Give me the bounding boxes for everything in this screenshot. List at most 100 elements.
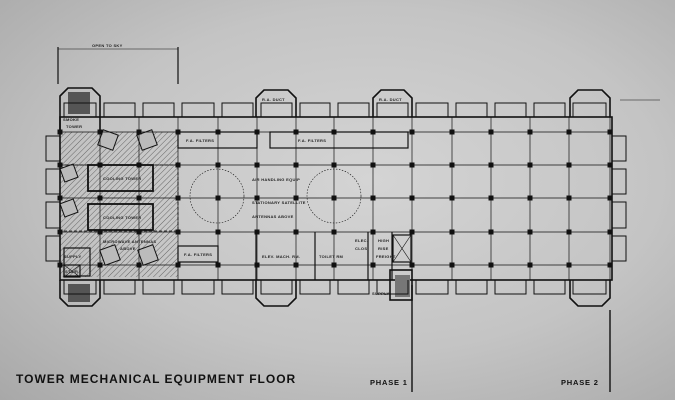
column xyxy=(97,162,103,168)
column xyxy=(527,162,533,168)
column xyxy=(331,262,337,268)
window-bay xyxy=(181,102,215,117)
label-high-3: FREIGHT xyxy=(376,254,396,259)
label-fa-filters-3: F.A. FILTERS xyxy=(184,252,212,257)
column xyxy=(293,229,299,235)
column xyxy=(97,262,103,268)
column xyxy=(293,195,299,201)
column xyxy=(566,162,572,168)
label-fa-filters-1: F.A. FILTERS xyxy=(186,138,214,143)
column xyxy=(370,195,376,201)
column xyxy=(254,129,260,135)
window-bay xyxy=(612,168,627,195)
column xyxy=(293,262,299,268)
window-bay xyxy=(572,102,607,117)
column xyxy=(57,262,63,268)
column xyxy=(409,162,415,168)
label-stair: STAIR xyxy=(65,269,78,274)
column xyxy=(254,229,260,235)
column xyxy=(409,195,415,201)
column xyxy=(136,195,142,201)
window-bay xyxy=(612,135,627,162)
label-open-to-sky: OPEN TO SKY xyxy=(92,43,123,48)
label-cooling-tower-1: COOLING TOWER xyxy=(103,176,142,181)
label-ra-duct-1: R.A. DUCT xyxy=(262,97,285,102)
window-bay xyxy=(572,280,607,295)
microwave-antennas xyxy=(59,129,159,266)
window-bay xyxy=(221,102,254,117)
window-bay xyxy=(612,201,627,229)
phase-1-label: PHASE 1 xyxy=(370,378,408,387)
window-bay xyxy=(415,280,449,295)
label-cooling-tower-2: COOLING TOWER xyxy=(103,215,142,220)
window-bay xyxy=(455,280,488,295)
column xyxy=(136,162,142,168)
label-ra-duct-2: R.A. DUCT xyxy=(379,97,402,102)
label-smoke: SMOKE xyxy=(63,117,79,122)
column xyxy=(215,195,221,201)
window-bay xyxy=(612,235,627,262)
room-labels: OPEN TO SKY SMOKE TOWER COOLING TOWER CO… xyxy=(63,43,402,296)
window-bay xyxy=(45,201,60,229)
column xyxy=(254,195,260,201)
column xyxy=(293,129,299,135)
column xyxy=(370,129,376,135)
window-bay xyxy=(533,102,566,117)
label-fa-filters-2: F.A. FILTERS xyxy=(298,138,326,143)
column xyxy=(607,195,613,201)
column xyxy=(370,262,376,268)
window-bay xyxy=(376,280,409,295)
column xyxy=(215,162,221,168)
column xyxy=(409,262,415,268)
label-toilet: TOILET RM xyxy=(319,254,344,259)
stair-right xyxy=(395,275,410,297)
label-high-2: RISE xyxy=(378,246,389,251)
column xyxy=(175,129,181,135)
column xyxy=(449,229,455,235)
window-bay xyxy=(103,102,136,117)
column xyxy=(409,129,415,135)
column xyxy=(175,195,181,201)
window-bay xyxy=(45,168,60,195)
column xyxy=(57,162,63,168)
window-bay xyxy=(337,102,370,117)
window-bay xyxy=(299,102,331,117)
window-bay xyxy=(533,280,566,295)
structural-grid xyxy=(45,102,627,295)
column xyxy=(57,229,63,235)
column xyxy=(370,229,376,235)
column xyxy=(607,262,613,268)
column xyxy=(254,262,260,268)
column xyxy=(607,162,613,168)
column xyxy=(215,129,221,135)
window-bay xyxy=(45,235,60,262)
column xyxy=(215,262,221,268)
column xyxy=(331,162,337,168)
column xyxy=(57,129,63,135)
column xyxy=(527,229,533,235)
column xyxy=(488,262,494,268)
window-bay xyxy=(455,102,488,117)
column xyxy=(449,262,455,268)
label-elec-1: ELEC. xyxy=(355,238,368,243)
label-satellite-1: STATIONARY SATELLITE xyxy=(252,200,306,205)
column xyxy=(566,262,572,268)
column xyxy=(449,129,455,135)
label-elev-mach: ELEV. MACH. RM. xyxy=(262,254,300,259)
column xyxy=(136,229,142,235)
label-microwave-2: ABOVE xyxy=(120,246,136,251)
column xyxy=(136,262,142,268)
label-air-handling: AIR HANDLING EQUIP xyxy=(252,177,300,182)
column xyxy=(175,229,181,235)
column xyxy=(607,129,613,135)
column xyxy=(97,229,103,235)
label-supply-left: SUPPLY xyxy=(64,254,81,259)
column xyxy=(488,129,494,135)
window-bay xyxy=(299,280,331,295)
phase-lines xyxy=(411,99,660,392)
column xyxy=(607,229,613,235)
label-elec-2: CLOS. xyxy=(355,246,369,251)
open-to-sky-bracket xyxy=(57,47,179,84)
column xyxy=(527,195,533,201)
